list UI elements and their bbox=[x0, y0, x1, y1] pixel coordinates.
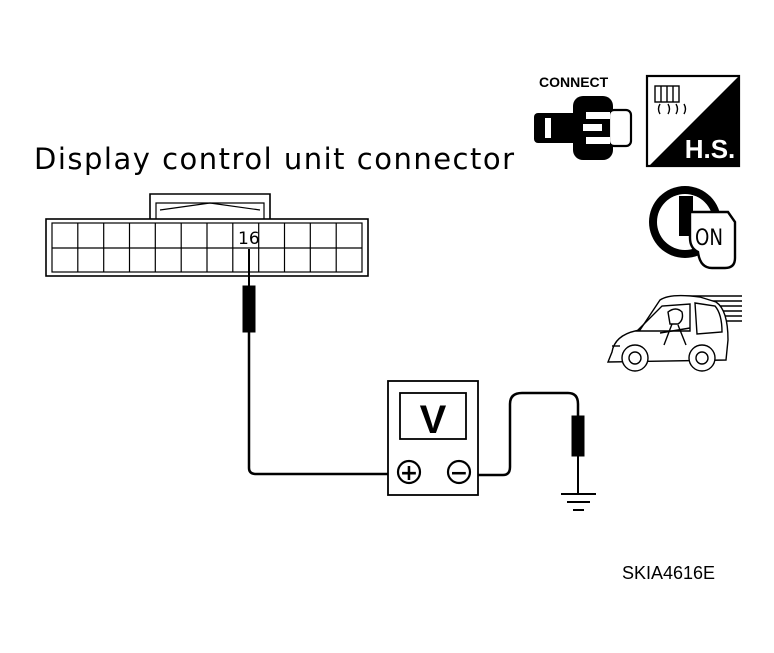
ground-probe bbox=[478, 391, 585, 493]
harness-side-label: H.S. bbox=[685, 134, 736, 164]
pin-number-label: 16 bbox=[238, 229, 260, 249]
connect-label: CONNECT bbox=[539, 74, 609, 90]
reference-code: SKIA4616E bbox=[622, 563, 716, 583]
harness-side-icon bbox=[645, 74, 741, 168]
voltmeter-label: V bbox=[420, 398, 447, 442]
connect-icon bbox=[534, 96, 633, 160]
voltmeter bbox=[387, 380, 479, 496]
plus-symbol: + bbox=[400, 461, 418, 486]
positive-probe bbox=[242, 249, 392, 476]
diagram-title: Display control unit connector bbox=[34, 142, 516, 176]
negative-terminal bbox=[446, 459, 472, 485]
ground-icon bbox=[561, 493, 596, 511]
ignition-on-label: ON bbox=[695, 226, 723, 251]
ignition-on-icon bbox=[649, 186, 737, 270]
positive-terminal bbox=[396, 459, 422, 485]
connector bbox=[45, 193, 369, 277]
driving-car-icon bbox=[606, 294, 742, 372]
minus-symbol: − bbox=[450, 461, 468, 486]
